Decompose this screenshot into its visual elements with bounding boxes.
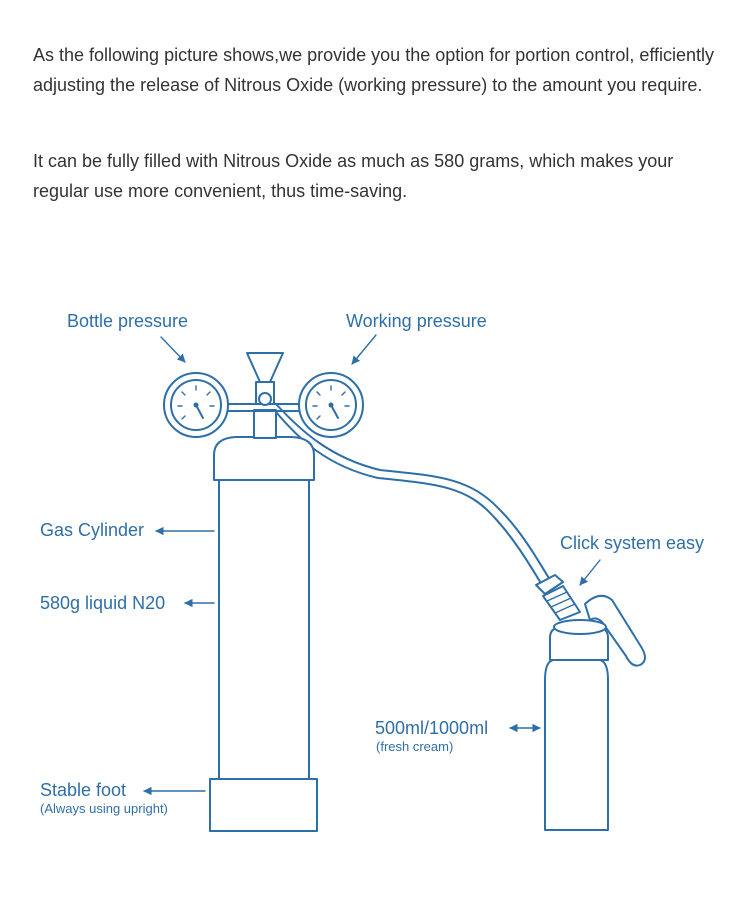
label-gas-cylinder: Gas Cylinder	[40, 520, 144, 540]
valve-handle	[246, 352, 284, 383]
bottle-pressure-gauge	[163, 372, 229, 438]
regulator-valve	[223, 352, 301, 439]
label-stable-foot-note: (Always using upright)	[40, 801, 168, 816]
label-bottle-pressure: Bottle pressure	[67, 311, 188, 331]
cream-dispenser	[544, 594, 646, 831]
hose-connector	[258, 392, 272, 406]
cylinder-shoulder	[213, 436, 315, 481]
gauge-face	[305, 379, 357, 431]
click-system-arrow	[579, 559, 601, 586]
cylinder-body	[218, 469, 310, 781]
dispenser-body	[544, 659, 609, 831]
label-working-pressure: Working pressure	[346, 311, 487, 331]
gauge-face	[170, 379, 222, 431]
click-connector	[535, 574, 581, 621]
intro-paragraph-1: As the following picture shows,we provid…	[33, 45, 715, 95]
working-pressure-arrow	[351, 334, 377, 365]
dispenser-lever	[584, 594, 646, 667]
label-volume-note: (fresh cream)	[376, 739, 453, 754]
working-pressure-gauge	[298, 372, 364, 438]
label-click-system: Click system easy	[560, 533, 704, 553]
bottle-pressure-arrow	[160, 336, 186, 363]
label-liquid: 580g liquid N20	[40, 593, 165, 613]
gas-cylinder	[209, 436, 318, 832]
hose-inner	[275, 411, 543, 586]
intro-paragraph-2: It can be fully filled with Nitrous Oxid…	[33, 151, 674, 201]
label-volume: 500ml/1000ml	[375, 718, 488, 738]
valve-neck	[253, 409, 277, 439]
label-stable-foot: Stable foot	[40, 780, 126, 800]
hose	[275, 403, 551, 581]
stable-foot	[209, 778, 318, 832]
dispenser-top	[553, 619, 607, 635]
